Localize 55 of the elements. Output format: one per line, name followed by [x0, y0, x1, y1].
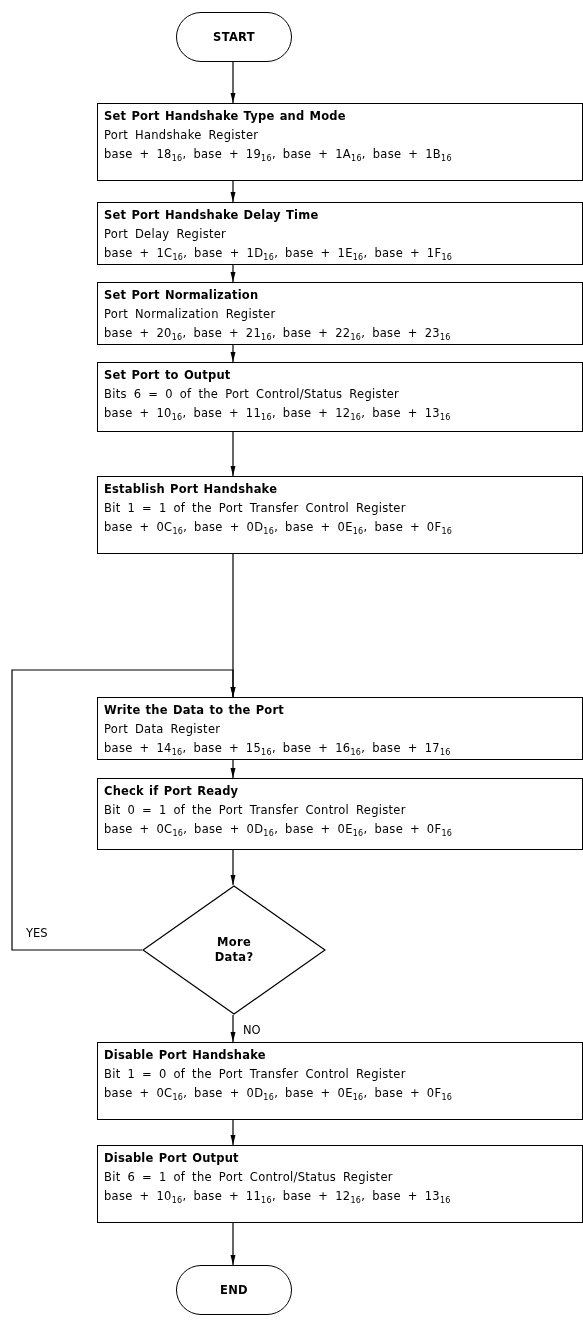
register-name: Bit 0 = 1 of the Port Transfer Control Register	[104, 802, 407, 819]
register-address: base + 0C$_{16}$, base + 0D$_{16}$, base + 0E$_{16}$, base + 0F$_{16}$	[104, 821, 454, 839]
arrow	[230, 264, 236, 283]
register-name: Bit 6 = 1 of the Port Control/Status Register	[104, 1169, 394, 1186]
step-title: Disable Port Output	[104, 1150, 240, 1167]
register-name: Port Data Register	[104, 721, 222, 738]
terminal-label: START	[213, 29, 255, 45]
step-title: Set Port to Output	[104, 367, 232, 384]
register-address: base + 18$_{16}$, base + 19$_{16}$, base + 1A$_{16}$, base + 1B$_{16}$	[104, 146, 453, 164]
register-name: Port Normalization Register	[104, 306, 277, 323]
decision-label: More Data?	[213, 935, 255, 965]
step-title: Disable Port Handshake	[104, 1047, 267, 1064]
edge-label: YES	[24, 926, 50, 940]
step-title: Write the Data to the Port	[104, 702, 286, 719]
process-box	[97, 103, 583, 181]
arrow	[11, 669, 236, 951]
register-address: base + 10$_{16}$, base + 11$_{16}$, base + 12$_{16}$, base + 13$_{16}$	[104, 1188, 452, 1206]
arrow	[230, 849, 236, 886]
arrow	[230, 180, 236, 203]
decision-diamond	[142, 885, 326, 1015]
terminal-shape	[176, 1265, 292, 1315]
register-address: base + 14$_{16}$, base + 15$_{16}$, base + 16$_{16}$, base + 17$_{16}$	[104, 740, 452, 758]
arrow	[230, 431, 236, 477]
register-name: Port Handshake Register	[104, 127, 260, 144]
process-box	[97, 202, 583, 265]
edge-label: NO	[241, 1023, 263, 1037]
process-box	[97, 362, 583, 432]
register-address: base + 0C$_{16}$, base + 0D$_{16}$, base + 0E$_{16}$, base + 0F$_{16}$	[104, 1085, 454, 1103]
arrow	[230, 344, 236, 363]
step-title: Set Port Handshake Type and Mode	[104, 108, 347, 125]
register-address: base + 20$_{16}$, base + 21$_{16}$, base + 22$_{16}$, base + 23$_{16}$	[104, 325, 452, 343]
arrow	[230, 759, 236, 779]
process-box	[97, 1145, 583, 1223]
process-box	[97, 778, 583, 850]
arrow	[230, 61, 236, 104]
step-title: Establish Port Handshake	[104, 481, 279, 498]
arrow	[230, 1222, 236, 1266]
register-name: Bits 6 = 0 of the Port Control/Status Register	[104, 386, 401, 403]
register-name: Bit 1 = 0 of the Port Transfer Control Register	[104, 1066, 407, 1083]
register-address: base + 1C$_{16}$, base + 1D$_{16}$, base + 1E$_{16}$, base + 1F$_{16}$	[104, 245, 454, 263]
process-box	[97, 476, 583, 554]
process-box	[97, 697, 583, 760]
register-name: Port Delay Register	[104, 226, 228, 243]
step-title: Set Port Handshake Delay Time	[104, 207, 320, 224]
register-name: Bit 1 = 1 of the Port Transfer Control Register	[104, 500, 407, 517]
process-box	[97, 282, 583, 345]
register-address: base + 0C$_{16}$, base + 0D$_{16}$, base + 0E$_{16}$, base + 0F$_{16}$	[104, 519, 454, 537]
arrow	[230, 1014, 236, 1043]
process-box	[97, 1042, 583, 1120]
step-title: Check if Port Ready	[104, 783, 240, 800]
register-address: base + 10$_{16}$, base + 11$_{16}$, base + 12$_{16}$, base + 13$_{16}$	[104, 405, 452, 423]
terminal-label: END	[220, 1282, 248, 1298]
terminal-shape	[176, 12, 292, 62]
step-title: Set Port Normalization	[104, 287, 260, 304]
arrow	[230, 1119, 236, 1146]
